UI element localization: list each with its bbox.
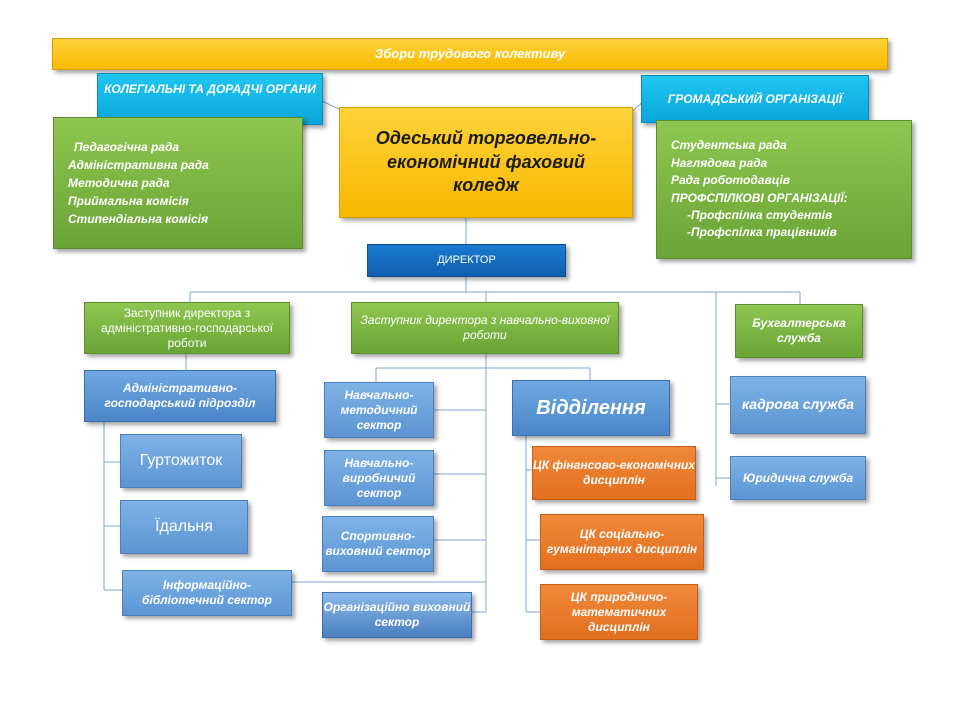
public-item: -Профспілка студентів — [687, 207, 833, 222]
public-title: ГРОМАДСЬКИЙ ОРГАНІЗАЦІЇ — [641, 75, 869, 123]
departments-box: Відділення — [512, 380, 670, 436]
hr-box: кадрова служба — [730, 376, 866, 434]
sector-box: Навчально-методичний сектор — [324, 382, 434, 438]
collegial-item: Приймальна комісія — [68, 194, 189, 208]
accounting-box: Бухгалтерська служба — [735, 304, 863, 358]
public-item: Наглядова рада — [671, 155, 768, 170]
dormitory-box: Гуртожиток — [120, 434, 242, 488]
public-item: Рада роботодавців — [671, 173, 791, 188]
org-sector-box: Організаційно виховний сектор — [322, 592, 472, 638]
college-name: Одеський торговельно-економічний фаховий… — [339, 107, 633, 218]
ck-box: ЦК соціально-гуманітарних дисциплін — [540, 514, 704, 570]
library-box: Інформаційно-бібліотечний сектор — [122, 570, 292, 616]
collegial-title: КОЛЕГІАЛЬНІ ТА ДОРАДЧІ ОРГАНИ — [97, 73, 323, 125]
public-item: Студентська рада — [671, 138, 787, 153]
collegial-item: Методична рада — [68, 176, 170, 190]
canteen-box: Їдальня — [120, 500, 248, 554]
sector-box: Спортивно-виховний сектор — [322, 516, 434, 572]
legal-box: Юридична служба — [730, 456, 866, 500]
collegial-item: Адміністративна рада — [68, 158, 209, 172]
deputy-edu-box: Заступник директора з навчально-виховної… — [351, 302, 619, 354]
top-banner: Збори трудового колективу — [52, 38, 888, 70]
collegial-list: Педагогічна рада Адміністративна рада Ме… — [53, 117, 303, 249]
collegial-item: Стипендіальна комісія — [68, 212, 209, 226]
public-item: -Профспілка працівників — [687, 225, 837, 240]
collegial-item: Педагогічна рада — [74, 140, 180, 154]
public-list: Студентська рада Наглядова рада Рада роб… — [656, 120, 912, 259]
director-box: ДИРЕКТОР — [367, 244, 566, 277]
sector-box: Навчально-виробничий сектор — [324, 450, 434, 506]
admin-unit-box: Адміністративно-господарський підрозділ — [84, 370, 276, 422]
public-item: ПРОФСПІЛКОВІ ОРГАНІЗАЦІЇ: — [671, 190, 848, 205]
ck-box: ЦК природничо-математичних дисциплін — [540, 584, 698, 640]
ck-box: ЦК фінансово-економічних дисциплін — [532, 446, 696, 500]
deputy-admin-box: Заступник директора з адміністративно-го… — [84, 302, 290, 354]
